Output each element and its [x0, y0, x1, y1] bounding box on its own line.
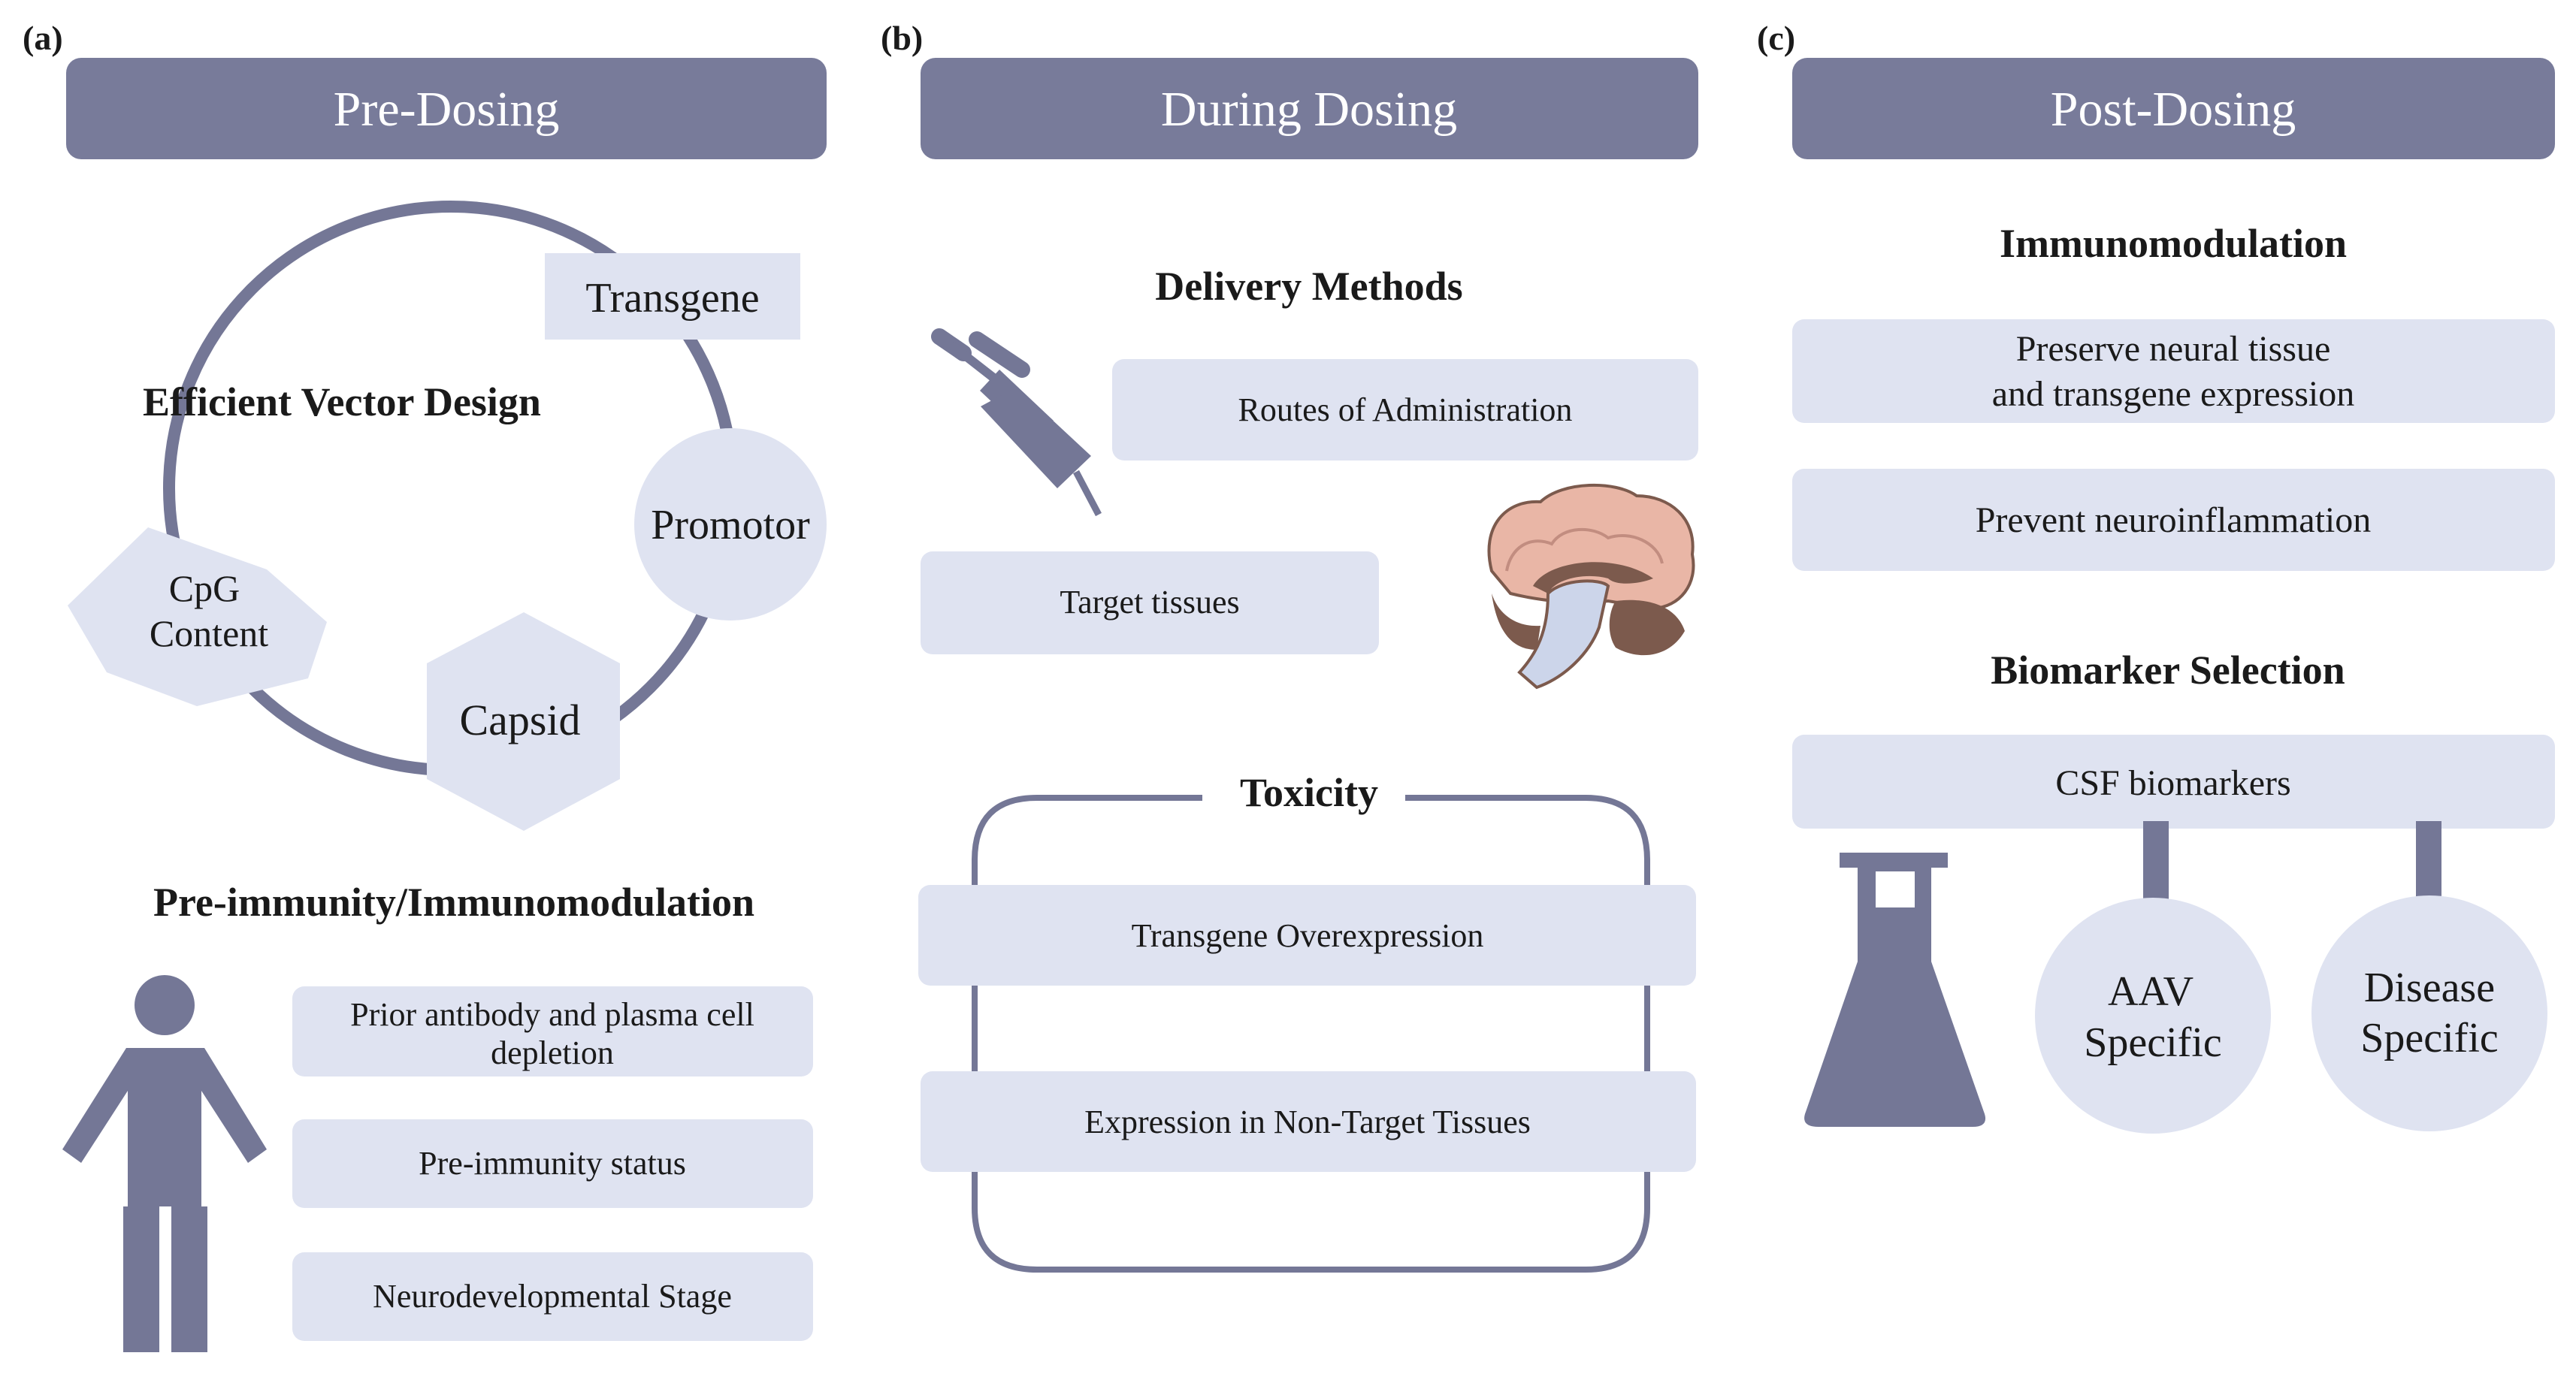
transgene-overexpression-box: [918, 885, 1696, 986]
transgene-box: [545, 253, 800, 340]
cpg-label-line2: Content: [150, 612, 268, 654]
promotor-label: Promotor: [651, 502, 810, 548]
biomarker-selection-title: Biomarker Selection: [1991, 648, 2345, 693]
panel-b-label: (b): [881, 19, 923, 57]
aav-specific-line2: Specific: [2084, 1019, 2221, 1066]
antibody-depletion-box: [292, 986, 813, 1077]
transgene-label: Transgene: [585, 275, 759, 322]
preserve-neural-tissue-box: [1792, 319, 2555, 423]
pre-dosing-header-text: Pre-Dosing: [334, 82, 560, 137]
delivery-methods-title: Delivery Methods: [1155, 264, 1462, 309]
csf-biomarkers-box: [1792, 735, 2555, 829]
neurodevelopmental-stage-box: [292, 1252, 813, 1341]
cpg-label-line1: CpG: [169, 567, 240, 609]
disease-specific-line1: Disease: [2364, 965, 2495, 1011]
antibody-depletion-line2: depletion: [491, 1034, 614, 1071]
aav-specific-circle: [2035, 898, 2271, 1134]
cpg-heptagon: [68, 527, 327, 706]
aav-specific-line1: AAV: [2108, 968, 2194, 1015]
target-tissues-label: Target tissues: [1060, 584, 1239, 621]
neurodevelopmental-stage-label: Neurodevelopmental Stage: [373, 1278, 732, 1315]
panel-a-label: (a): [23, 19, 63, 57]
prevent-neuroinflammation-label: Prevent neuroinflammation: [1976, 500, 2372, 540]
antibody-depletion-line1: Prior antibody and plasma cell: [350, 996, 754, 1033]
during-dosing-header-text: During Dosing: [1161, 82, 1457, 137]
pre-immunity-status-box: [292, 1119, 813, 1208]
transgene-overexpression-label: Transgene Overexpression: [1132, 917, 1484, 954]
post-dosing-header-text: Post-Dosing: [2051, 82, 2296, 137]
prevent-neuroinflammation-box: [1792, 469, 2555, 571]
toxicity-frame: [972, 795, 1650, 1273]
preserve-neural-tissue-line2: and transgene expression: [1992, 374, 2355, 414]
person-icon: [62, 975, 267, 1352]
post-dosing-header: [1792, 58, 2555, 159]
syringe-icon: [931, 328, 1102, 517]
immunity-title: Pre-immunity/Immunomodulation: [153, 880, 754, 925]
capsid-label: Capsid: [459, 696, 580, 744]
routes-of-administration-box: [1112, 359, 1698, 461]
non-target-expression-box: [921, 1071, 1696, 1172]
target-tissues-box: [921, 551, 1379, 654]
promotor-circle: [634, 428, 827, 621]
brain-icon: [1487, 483, 1695, 690]
panel-c-label: (c): [1757, 19, 1795, 57]
non-target-expression-label: Expression in Non-Target Tissues: [1084, 1104, 1531, 1140]
vector-design-title: Efficient Vector Design: [143, 379, 541, 424]
during-dosing-header: [921, 58, 1698, 159]
immunomodulation-title: Immunomodulation: [2000, 221, 2347, 266]
pre-dosing-header: [66, 58, 827, 159]
routes-of-administration-label: Routes of Administration: [1238, 391, 1573, 428]
disease-specific-circle: [2311, 895, 2547, 1131]
toxicity-title: Toxicity: [1240, 770, 1378, 815]
flask-icon: [1804, 853, 1986, 1127]
pre-immunity-status-label: Pre-immunity status: [419, 1145, 686, 1182]
csf-biomarkers-label: CSF biomarkers: [2055, 763, 2290, 803]
disease-specific-line2: Specific: [2360, 1015, 2498, 1061]
capsid-hexagon: [427, 612, 620, 831]
preserve-neural-tissue-line1: Preserve neural tissue: [2016, 329, 2331, 369]
